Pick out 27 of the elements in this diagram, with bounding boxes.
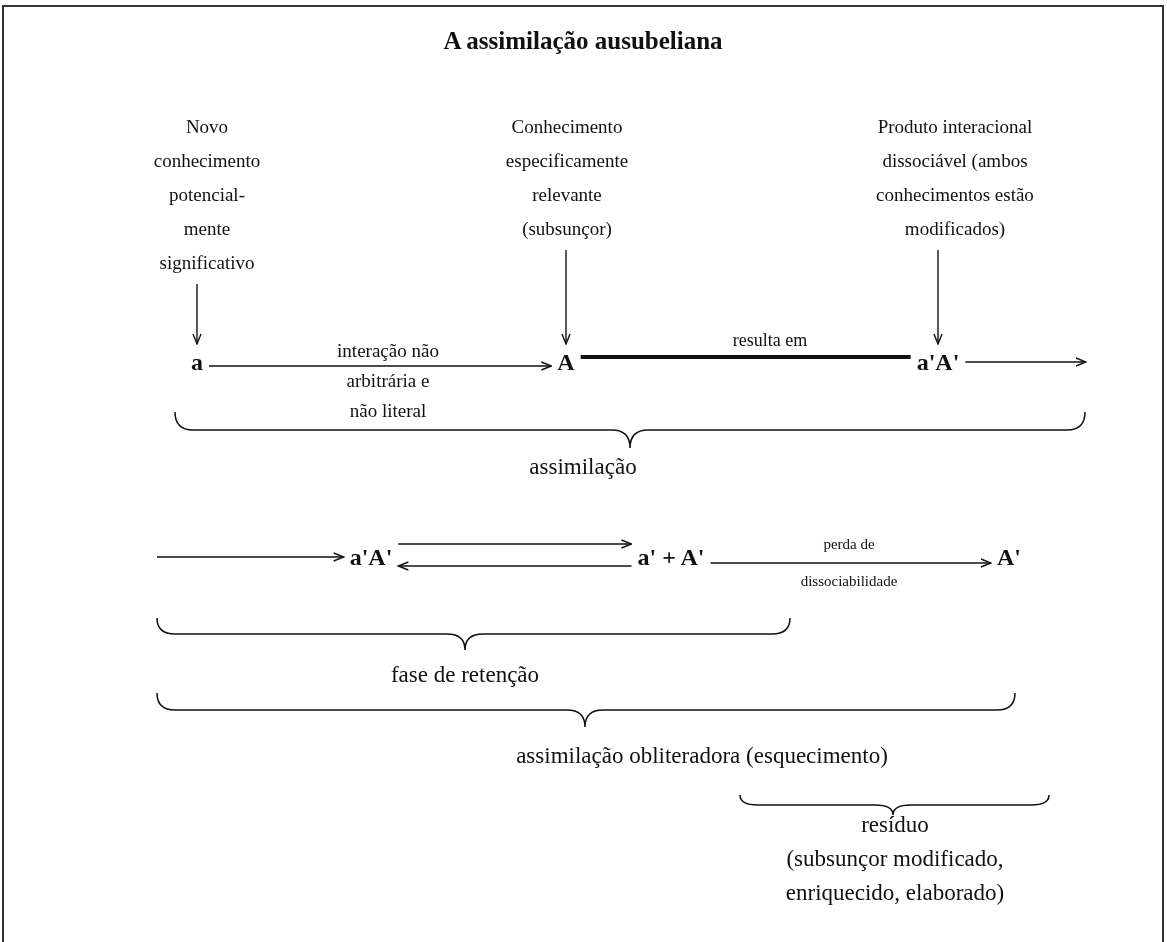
edge-label: perda de dissociabilidade (799, 535, 899, 591)
arrow (397, 539, 633, 549)
arrow (192, 283, 202, 345)
diagram-title: A assimilação ausubeliana (442, 26, 724, 56)
concept-text: Conhecimento especificamente relevante (subsunçor) (487, 110, 647, 246)
arrow (709, 558, 992, 568)
brace-label: assimilação (528, 453, 638, 481)
arrow (933, 249, 943, 345)
arrow (156, 552, 345, 562)
brace-label: fase de retenção (389, 661, 541, 689)
concept-symbol: a' + A' (635, 543, 707, 571)
arrow (208, 361, 553, 371)
brace-label: assimilação obliteradora (esquecimento) (515, 742, 889, 770)
arrow (964, 357, 1087, 367)
concept-symbol: a'A' (914, 348, 962, 376)
concept-symbol: A (555, 348, 577, 376)
arrow (397, 561, 633, 571)
edge-label: interação não arbitrária e não literal (336, 339, 440, 423)
brace-label: resíduo (subsunçor modificado, enriquecido, elaborado) (784, 811, 1006, 907)
concept-text: Novo conhecimento potencial- mente significativo (151, 110, 263, 280)
concept-text: Produto interacional dissociável (ambos conhecimentos estão modificados) (842, 110, 1068, 246)
concept-symbol: A' (995, 543, 1023, 571)
edge-label: resulta em (731, 329, 809, 352)
connector-line (580, 355, 911, 359)
arrow (561, 249, 571, 345)
concept-symbol: a'A' (347, 543, 395, 571)
concept-symbol: a (189, 348, 205, 376)
